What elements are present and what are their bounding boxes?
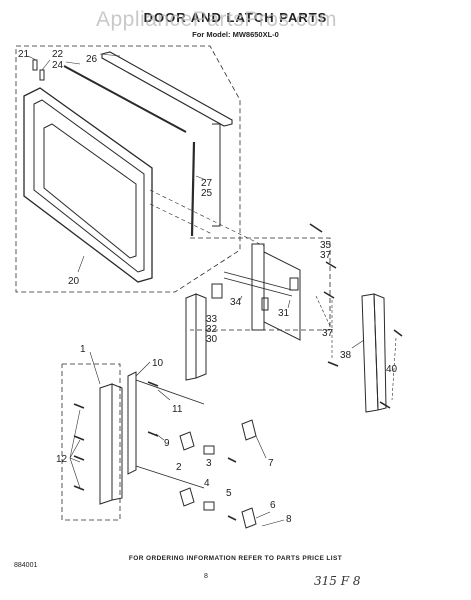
callout-31: 31 — [278, 308, 290, 319]
callout-40: 40 — [386, 364, 398, 375]
callout-27: 27 — [201, 178, 213, 189]
callout-8: 8 — [286, 514, 292, 525]
callout-12: 12 — [56, 454, 68, 465]
callout-25: 25 — [201, 188, 213, 199]
callout-30: 30 — [206, 334, 218, 345]
callout-6: 6 — [270, 500, 276, 511]
callout-labels: 21 22 24 26 27 25 20 35 37 34 31 33 32 3… — [18, 49, 398, 525]
callout-10: 10 — [152, 358, 164, 369]
callout-34: 34 — [230, 297, 242, 308]
callout-24: 24 — [52, 60, 64, 71]
callout-3: 3 — [206, 458, 212, 469]
callout-22: 22 — [52, 49, 64, 60]
callout-33: 33 — [206, 314, 218, 325]
callout-1: 1 — [80, 344, 86, 355]
callout-20: 20 — [68, 276, 80, 287]
callout-4: 4 — [204, 478, 210, 489]
callout-32: 32 — [206, 324, 218, 335]
diagram-code: 884001 — [14, 562, 38, 569]
callout-7: 7 — [268, 458, 274, 469]
ordering-info-note: FOR ORDERING INFORMATION REFER TO PARTS … — [128, 555, 343, 562]
callout-37-lower: 37 — [322, 328, 334, 339]
callout-2: 2 — [176, 462, 182, 473]
page-number: 8 — [204, 573, 208, 580]
model-label: For Model: MW8650XL-0 — [192, 30, 279, 39]
callout-21: 21 — [18, 49, 30, 60]
callout-26: 26 — [86, 54, 98, 65]
callout-5: 5 — [226, 488, 232, 499]
callout-9: 9 — [164, 438, 170, 449]
diagram-title: DOOR AND LATCH PARTS — [143, 10, 328, 25]
callout-35: 35 — [320, 240, 332, 251]
handwritten-note: 315 F 8 — [314, 574, 361, 588]
callout-38: 38 — [340, 350, 352, 361]
callout-37-upper: 37 — [320, 250, 332, 261]
callout-11: 11 — [172, 404, 183, 415]
watermark: AppliancePartsPros.com — [96, 8, 337, 31]
